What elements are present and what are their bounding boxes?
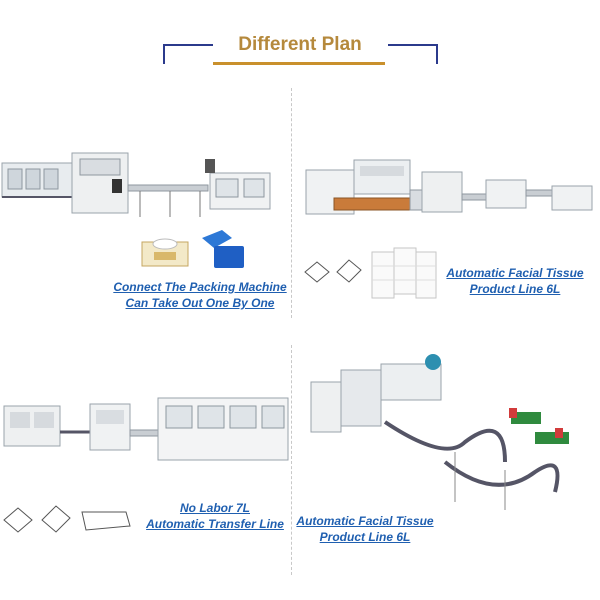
- caption-line-1: Automatic Facial Tissue: [446, 266, 584, 280]
- column-divider-bottom: [291, 345, 292, 575]
- panel2-caption: Automatic Facial Tissue Product Line 6L: [440, 265, 590, 297]
- packing-machine-line-image: [1, 152, 271, 217]
- caption-line-1: Automatic Facial Tissue: [296, 514, 434, 528]
- tissue-box-icon: [141, 238, 189, 267]
- header-right-rule: [388, 44, 438, 46]
- folded-tissue-icons: [304, 259, 362, 283]
- transfer-line-image: [3, 397, 289, 461]
- caption-line-2: Product Line 6L: [469, 282, 561, 296]
- panel1-caption: Connect The Packing Machine Can Take Out…: [110, 279, 290, 311]
- tissue-stack-image: [371, 247, 437, 299]
- caption-line-2: Automatic Transfer Line: [146, 517, 284, 531]
- panel4-caption: Automatic Facial Tissue Product Line 6L: [290, 513, 440, 545]
- caption-line-2: Product Line 6L: [319, 530, 411, 544]
- caption-line-1: Connect The Packing Machine: [113, 280, 287, 294]
- caption-line-2: Can Take Out One By One: [125, 296, 275, 310]
- folded-tissue-icons: [3, 505, 131, 533]
- caption-line-1: No Labor 7L: [179, 501, 250, 515]
- page-title: Different Plan: [238, 34, 362, 55]
- header-right-bracket: [436, 44, 438, 64]
- panel3-caption: No Labor 7L Automatic Transfer Line: [140, 500, 290, 532]
- title-underline: [213, 62, 385, 65]
- header-left-rule: [163, 44, 213, 46]
- column-divider-top: [291, 88, 292, 318]
- header-left-bracket: [163, 44, 165, 64]
- blue-tissue-pack-icon: [202, 230, 244, 268]
- facial-tissue-line-image: [305, 159, 593, 215]
- curved-conveyor-line-image: [310, 354, 569, 510]
